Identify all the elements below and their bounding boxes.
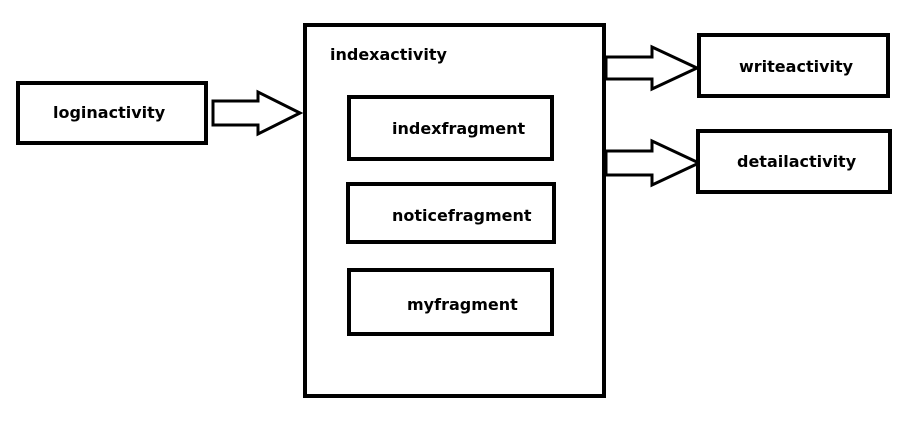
node-detailactivity-label: detailactivity: [737, 152, 857, 171]
node-writeactivity: writeactivity: [697, 33, 890, 98]
node-loginactivity: loginactivity: [16, 81, 208, 145]
node-writeactivity-box: [697, 33, 890, 98]
node-noticefragment-label: noticefragment: [392, 206, 532, 225]
node-indexactivity: indexactivity indexfragment noticefragme…: [303, 23, 606, 398]
node-indexfragment: indexfragment: [347, 95, 554, 161]
node-noticefragment-box: [346, 182, 556, 244]
node-writeactivity-label: writeactivity: [739, 57, 854, 76]
node-indexfragment-label: indexfragment: [392, 119, 526, 138]
node-myfragment-box: [347, 268, 554, 336]
node-myfragment: myfragment: [347, 268, 554, 336]
node-loginactivity-box: [16, 81, 208, 145]
node-indexfragment-box: [347, 95, 554, 161]
node-noticefragment: noticefragment: [346, 182, 556, 244]
arrow-index-to-write: [604, 44, 701, 92]
node-detailactivity: detailactivity: [696, 129, 892, 194]
node-indexactivity-label: indexactivity: [330, 45, 447, 64]
node-detailactivity-box: [696, 129, 892, 194]
node-loginactivity-label: loginactivity: [53, 103, 166, 122]
arrow-login-to-index: [211, 89, 304, 137]
node-myfragment-label: myfragment: [407, 295, 518, 314]
arrow-index-to-detail: [604, 138, 703, 188]
